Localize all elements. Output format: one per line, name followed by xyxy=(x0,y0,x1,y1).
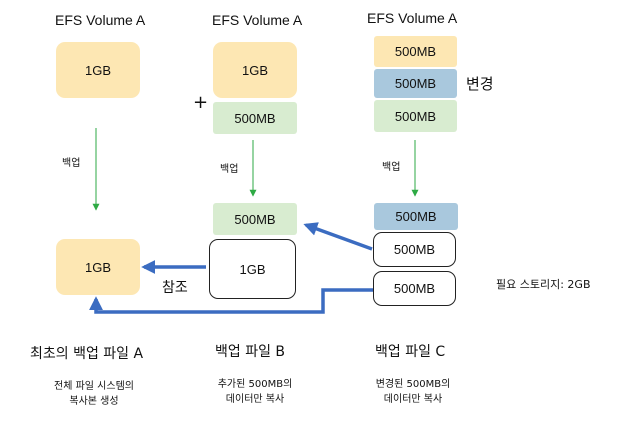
volume-label-c: EFS Volume A xyxy=(367,10,458,26)
backup-description-b: 추가된 500MB의 데이터만 복사 xyxy=(205,377,305,407)
backup-description-a: 전체 파일 시스템의 복사본 생성 xyxy=(44,379,144,409)
backup-block-c-500mb-reference-2: 500MB xyxy=(373,271,456,306)
volume-block-c-500mb-changed: 500MB xyxy=(374,69,457,98)
backup-title-a: 최초의 백업 파일 A xyxy=(30,346,144,362)
description-c-line-2: 데이터만 복사 xyxy=(383,394,443,405)
backup-description-c: 변경된 500MB의 데이터만 복사 xyxy=(363,377,463,407)
backup-block-c-500mb-reference-1: 500MB xyxy=(373,232,456,267)
backup-title-c: 백업 파일 C xyxy=(375,344,446,360)
volume-block-b-500mb-added: 500MB xyxy=(213,102,297,134)
description-a-line-2: 복사본 생성 xyxy=(69,396,119,407)
volume-block-b-1gb: 1GB xyxy=(213,42,297,98)
plus-sign: + xyxy=(193,92,209,113)
description-b-line-1: 추가된 500MB의 xyxy=(217,379,293,390)
reference-arrow-c-to-a xyxy=(89,288,373,314)
changed-label: 변경 xyxy=(466,75,494,93)
description-b-line-2: 데이터만 복사 xyxy=(225,394,285,405)
description-c-line-1: 변경된 500MB의 xyxy=(375,379,451,390)
backup-block-b-500mb: 500MB xyxy=(213,203,297,235)
backup-title-b: 백업 파일 B xyxy=(215,344,286,360)
volume-label-a: EFS Volume A xyxy=(55,12,146,28)
volume-block-c-500mb-3: 500MB xyxy=(374,100,457,132)
backup-label-c: 백업 xyxy=(382,162,401,173)
volume-block-a-1gb: 1GB xyxy=(56,42,140,98)
backup-label-a: 백업 xyxy=(62,158,81,169)
backup-block-c-500mb-changed: 500MB xyxy=(374,203,458,230)
reference-arrow-c-to-b xyxy=(303,222,373,251)
reference-label: 참조 xyxy=(162,280,188,296)
volume-block-c-500mb-1: 500MB xyxy=(374,36,457,67)
description-a-line-1: 전체 파일 시스템의 xyxy=(54,381,134,392)
backup-block-a-1gb: 1GB xyxy=(56,239,140,295)
backup-block-b-1gb-reference: 1GB xyxy=(209,239,296,299)
storage-required-label: 필요 스토리지: 2GB xyxy=(496,278,591,291)
backup-label-b: 백업 xyxy=(220,164,239,175)
volume-label-b: EFS Volume A xyxy=(212,12,303,28)
